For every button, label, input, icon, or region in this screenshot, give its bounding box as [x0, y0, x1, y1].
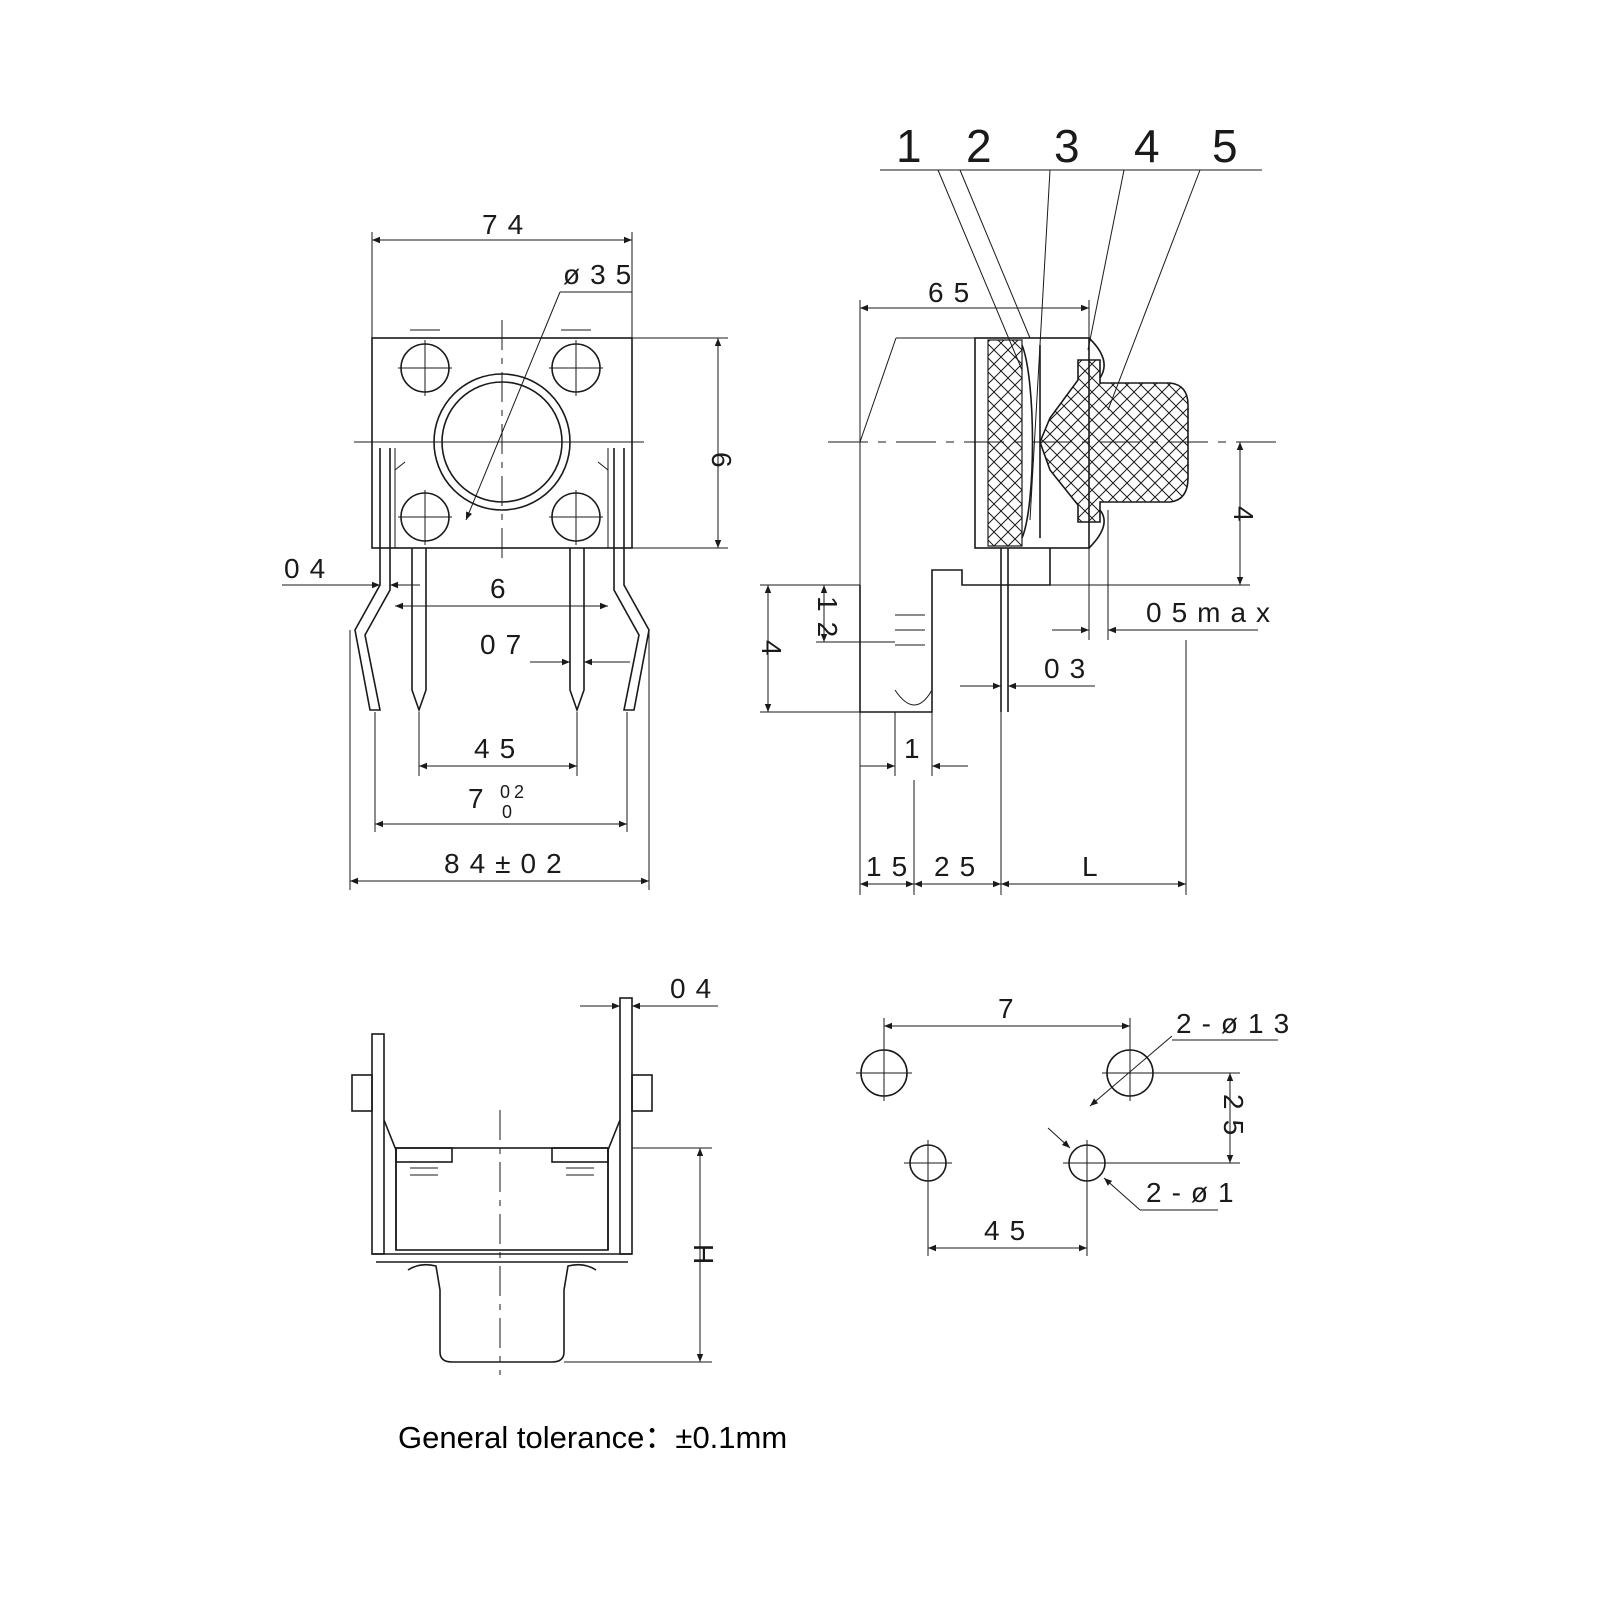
callout-5-leader: [1107, 169, 1201, 411]
bottom-lead-bend: [383, 1119, 621, 1250]
side-button-cap: [1039, 359, 1189, 523]
pcb-small-hole-dim: 2-ø1: [1146, 1177, 1244, 1208]
pcb-small-pitch-dim: 45: [984, 1215, 1035, 1246]
callout-1-leader: [937, 169, 1023, 371]
general-tolerance-note: General tolerance：±0.1mm: [398, 1420, 788, 1455]
side-lead-length-dim: 4: [756, 640, 787, 666]
callout-2: 2: [966, 120, 992, 172]
callout-2-leader: [959, 169, 1031, 339]
front-bend-span-dim: 84±02: [444, 848, 572, 879]
side-protrusion-dim: 05max: [1146, 597, 1280, 628]
side-pin-thickness-dim: 03: [1044, 653, 1095, 684]
front-width-dim: 74: [482, 209, 533, 240]
front-pin: [569, 548, 585, 713]
front-lead-thickness-dim: 04: [284, 553, 335, 584]
side-cover-clip: [1088, 337, 1105, 549]
side-length-dim: L: [1082, 851, 1108, 882]
large-hole: [856, 1045, 912, 1101]
front-pin-row-dim: 6: [490, 573, 516, 604]
pcb-large-hole-dim: 2-ø13: [1176, 1008, 1299, 1039]
bottom-button-stem: [407, 1263, 597, 1363]
front-button-dia-dim: ø35: [563, 259, 641, 290]
bottom-lead-thickness-dim: 04: [670, 973, 721, 1004]
large-hole: [1102, 1045, 1240, 1101]
side-offset-b-dim: 25: [934, 851, 985, 882]
side-lead-detail: [894, 614, 933, 706]
front-mount-hole: [398, 329, 452, 396]
callout-1: 1: [896, 120, 922, 172]
front-outer-span-tol-upper: 02: [500, 782, 528, 802]
pcb-hole-pitch-x-dim: 7: [998, 993, 1024, 1024]
front-button-inner: [441, 381, 563, 503]
pcb-layout: 7 2-ø13 25 2-ø1 45: [856, 993, 1299, 1256]
side-lead-step-dim: 12: [812, 596, 843, 647]
front-pin: [411, 548, 427, 713]
front-view: 74 ø35 6 04 6 07 45 7 02 0 84±02: [282, 209, 737, 890]
small-hole: [1063, 1140, 1240, 1186]
callout-3: 3: [1054, 120, 1080, 172]
side-view: 1 2 3 4 5 65 4: [756, 120, 1285, 895]
bottom-height-dim: H: [688, 1244, 719, 1274]
small-hole: [904, 1140, 952, 1186]
front-pin-pitch-dim: 45: [474, 733, 525, 764]
side-tab-width-dim: 1: [904, 733, 930, 764]
side-base-hatch: [987, 339, 1023, 547]
side-body-length-dim: 65: [928, 277, 979, 308]
front-button-dia-leader: [465, 291, 561, 521]
front-mount-hole: [398, 490, 452, 545]
callout-4: 4: [1134, 120, 1160, 172]
front-height-dim: 6: [706, 452, 737, 478]
front-outer-span-tol-lower: 0: [502, 802, 512, 822]
front-mount-hole: [549, 490, 603, 545]
side-stem-height-dim: 4: [1228, 506, 1259, 532]
front-left-bent-lead: [354, 448, 391, 711]
front-outer-span-dim: 7: [468, 783, 494, 814]
side-lead-frame: [859, 548, 1051, 713]
front-right-bent-lead: [613, 448, 650, 711]
front-lead-inner: [394, 448, 609, 548]
bottom-body: [395, 1147, 609, 1251]
front-lead-width-dim: 07: [480, 629, 531, 660]
side-offset-a-dim: 15: [866, 851, 917, 882]
callout-5: 5: [1212, 120, 1238, 172]
callout-4-leader: [1087, 169, 1125, 351]
bottom-view: H 04: [351, 973, 721, 1375]
front-button-outer: [433, 373, 571, 511]
front-mount-hole: [549, 329, 603, 396]
pcb-hole-pitch-y-dim: 25: [1218, 1094, 1249, 1145]
